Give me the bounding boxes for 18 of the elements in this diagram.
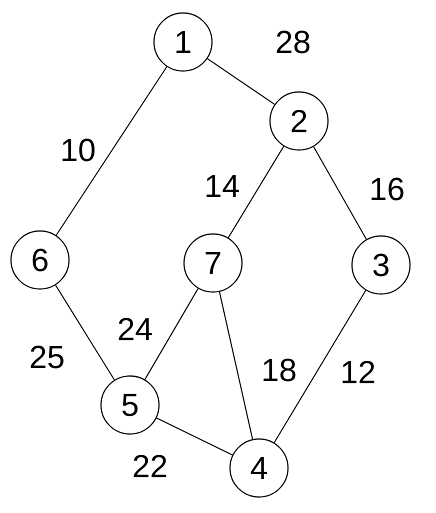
- edge-label: 28: [274, 30, 312, 54]
- edge-label: 16: [368, 176, 406, 202]
- edge-label: 10: [59, 138, 97, 162]
- edge-line: [56, 66, 168, 236]
- edge-line: [274, 290, 366, 443]
- edge-line: [55, 284, 115, 380]
- edge-line: [207, 58, 275, 105]
- edge-label: 14: [203, 174, 241, 198]
- edge-label: 25: [28, 344, 66, 370]
- edge-line: [218, 292, 254, 440]
- edge-line: [156, 418, 233, 456]
- edge-label: 12: [339, 360, 377, 384]
- edge-label: 24: [116, 316, 154, 342]
- edge-line: [228, 146, 284, 238]
- edge-line: [144, 288, 199, 380]
- edge-label: 22: [131, 454, 169, 478]
- edge-line: [313, 146, 367, 240]
- edge-label: 18: [260, 358, 298, 382]
